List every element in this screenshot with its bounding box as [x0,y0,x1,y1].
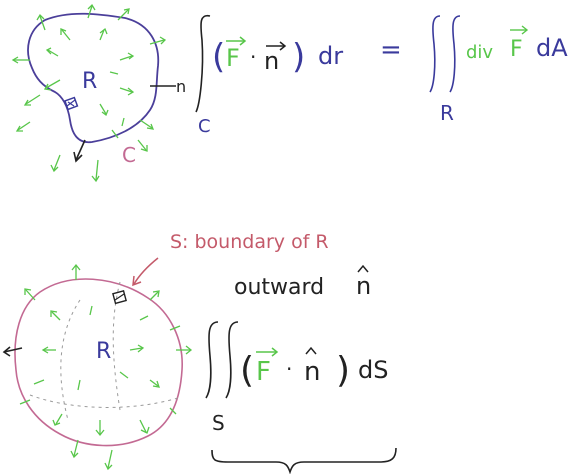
left-normal-arrow [2,346,23,357]
region-diagram-2d [11,3,176,183]
normal-label-top: n [176,77,186,96]
surface-grid-lines [29,281,179,421]
field-F: F [226,44,240,72]
integral-lower-R: R [440,101,454,125]
line-integral-sign [195,14,211,113]
double-integral-sign-1 [429,15,441,93]
surface-s [14,278,183,447]
n-hat-label: n [356,272,371,300]
close-paren: ) [292,37,305,77]
equals-sign: = [380,35,402,65]
region-label-bottom: R [96,339,111,364]
curve-label: C [122,143,136,167]
vector-field-arrows [11,3,167,183]
area-element-icon [63,96,79,111]
region-diagram-3d [2,257,193,471]
bottom-normal-arrow [73,139,86,163]
field-F-bottom: F [256,357,271,387]
integral-lower-C: C [198,116,211,137]
div-operator: div [466,42,493,63]
double-integral-sign-2 [449,15,461,93]
curve-c [27,12,160,144]
surface-integral-formula: ( F · n ) dS S [205,321,388,435]
boundary-annotation: S: boundary of R [170,231,329,253]
surface-integral-sign-1 [205,321,219,399]
dA-symbol: dA [536,34,568,62]
normal-n-bottom: n [304,357,320,387]
open-paren: ( [212,37,225,77]
underbrace [211,447,397,474]
close-paren-bottom: ) [336,350,350,391]
field-F2: F [510,37,523,62]
dot-operator-bottom: · [286,357,292,381]
annotation-arrow [132,257,159,287]
region-label-top: R [82,69,97,94]
normal-n: n [264,47,279,75]
outward-text: outward [234,275,324,300]
dS-symbol: dS [358,356,388,384]
integral-lower-S: S [212,411,225,435]
surface-element-icon [112,290,127,305]
dot-operator: · [250,45,256,69]
surface-field-arrows [19,263,193,471]
line-integral-formula: ( F · n ) dr = div F dA C R [195,14,568,137]
dr-symbol: dr [318,42,343,70]
open-paren-bottom: ( [240,350,254,391]
surface-integral-sign-2 [225,321,239,399]
